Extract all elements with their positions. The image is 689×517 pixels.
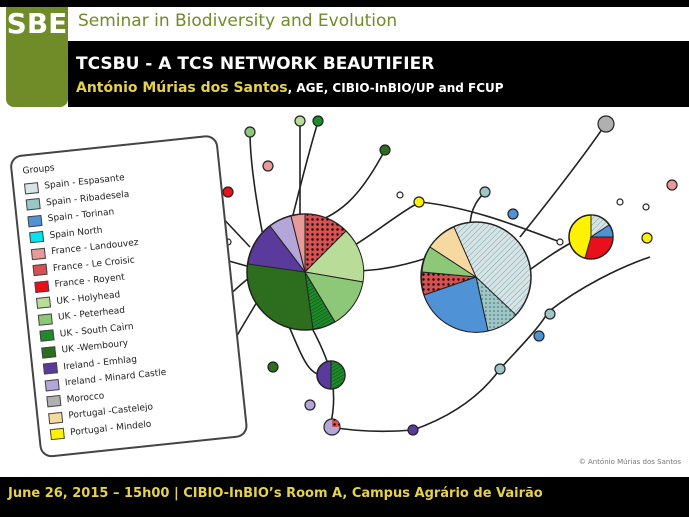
author-line: António Múrias dos Santos, AGE, CIBIO-In… [76,80,504,96]
haplotype-pie-small-right [568,214,614,260]
seminar-title: Seminar in Biodiversity and Evolution [78,11,398,31]
legend-swatch [49,428,65,441]
legend-swatch [39,329,55,342]
legend-swatch [42,362,58,375]
author-affiliation: , AGE, CIBIO-InBIO/UP and FCUP [287,81,504,95]
haplotype-pie-large-left [246,213,365,331]
legend-swatch [30,247,46,260]
legend-label: Morocco [66,391,105,406]
legend-swatch [37,313,53,326]
legend-title: Groups [22,163,56,177]
event-details: June 26, 2015 – 15h00 | CIBIO-InBIO’s Ro… [8,486,543,501]
bottom-bar [0,477,689,517]
legend-swatch [27,214,43,228]
author-name: António Múrias dos Santos [76,80,288,96]
legend-swatch [41,345,57,359]
title-bar [68,41,689,107]
legend-swatch [48,411,64,425]
legend-swatch [36,296,52,310]
legend-swatch [46,395,62,408]
haplotype-pie-large-right [420,221,532,333]
figure-credit: © António Múrias dos Santos [578,458,681,466]
legend-swatch [44,378,60,392]
top-bar [0,0,689,7]
haplotype-pie-small-bottom [316,360,346,390]
legend-swatch [29,231,45,244]
talk-title: TCSBU - A TCS NETWORK BEAUTIFIER [76,54,435,74]
legend-swatch [32,263,48,277]
logo-text: SBE [6,7,68,40]
legend-swatch [34,280,50,293]
legend-swatch [25,198,41,211]
haplotype-pie-tiny-bottom [323,418,341,436]
legend-swatch [23,181,40,195]
logo [6,7,68,107]
